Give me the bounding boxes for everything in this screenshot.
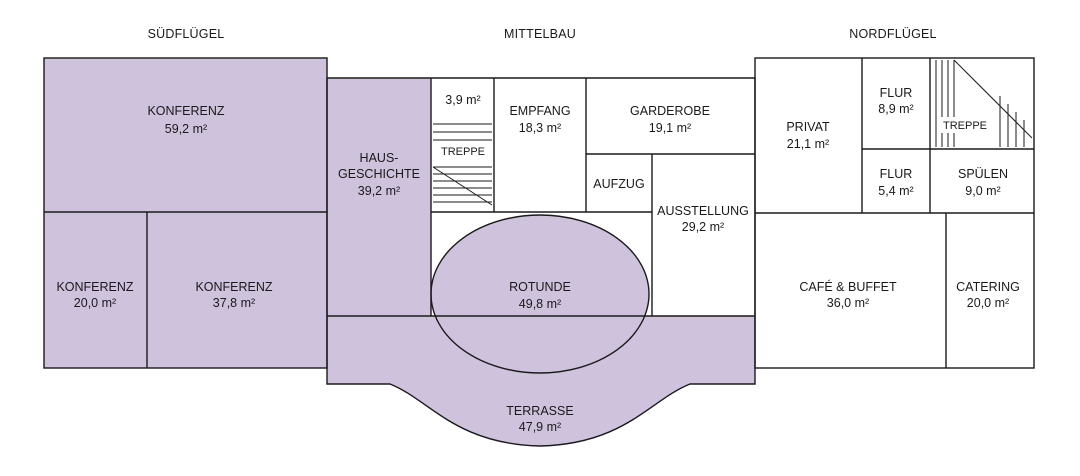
room-rotunde-area: 49,8 m² <box>519 297 561 311</box>
room-aufzug-name: AUFZUG <box>593 177 644 191</box>
wing-label-south: SÜDFLÜGEL <box>148 27 225 41</box>
room-labels: KONFERENZ 59,2 m² KONFERENZ 20,0 m² KONF… <box>56 86 1019 434</box>
room-hausgeschichte-area: 39,2 m² <box>358 184 400 198</box>
room-flur-top-name: FLUR <box>880 86 913 100</box>
room-garderobe-name: GARDEROBE <box>630 104 710 118</box>
room-terrasse-area: 47,9 m² <box>519 420 561 434</box>
wall-rotunde <box>430 214 650 374</box>
room-catering-name: CATERING <box>956 280 1020 294</box>
room-treppe-north-name: TREPPE <box>943 120 987 132</box>
room-privat-area: 21,1 m² <box>787 137 829 151</box>
stairs-north <box>935 59 1033 147</box>
room-garderobe-area: 19,1 m² <box>649 121 691 135</box>
room-cafe-buffet-area: 36,0 m² <box>827 296 869 310</box>
room-small-area: 3,9 m² <box>445 93 480 107</box>
room-ausstellung-area: 29,2 m² <box>682 220 724 234</box>
room-flur-top-area: 8,9 m² <box>878 102 913 116</box>
room-flur-bottom-name: FLUR <box>880 167 913 181</box>
room-spuelen-area: 9,0 m² <box>965 184 1000 198</box>
room-konferenz-small-name: KONFERENZ <box>56 280 133 294</box>
room-konferenz-small-area: 20,0 m² <box>74 296 116 310</box>
room-flur-bottom-area: 5,4 m² <box>878 184 913 198</box>
room-terrasse-name: TERRASSE <box>506 404 573 418</box>
highlight-fills <box>44 58 755 446</box>
fill-terrasse <box>327 316 755 446</box>
room-konferenz-mid-name: KONFERENZ <box>195 280 272 294</box>
room-cafe-buffet-name: CAFÉ & BUFFET <box>799 279 897 294</box>
walls <box>43 57 1035 447</box>
room-empfang-area: 18,3 m² <box>519 121 561 135</box>
room-catering-area: 20,0 m² <box>967 296 1009 310</box>
stair <box>432 166 493 206</box>
wall-center-outline <box>326 77 756 447</box>
lbl-bg <box>940 117 990 133</box>
room-privat-name: PRIVAT <box>786 120 830 134</box>
wing-label-north: NORDFLÜGEL <box>849 27 936 41</box>
stair <box>953 59 1033 139</box>
stairs-center <box>432 123 493 206</box>
room-hausgeschichte-name-2: GESCHICHTE <box>338 167 420 181</box>
room-spuelen-name: SPÜLEN <box>958 167 1008 181</box>
fill-rotunde <box>431 215 649 373</box>
wing-label-center: MITTELBAU <box>504 27 576 41</box>
room-treppe-center-name: TREPPE <box>441 146 485 158</box>
room-ausstellung-name: AUSSTELLUNG <box>657 204 749 218</box>
lbl-bg <box>436 143 490 159</box>
room-konferenz-mid-area: 37,8 m² <box>213 296 255 310</box>
room-konferenz-large-name: KONFERENZ <box>147 104 224 118</box>
fill-hausgeschichte <box>327 78 431 316</box>
fill-south-wing <box>44 58 327 368</box>
room-konferenz-large-area: 59,2 m² <box>165 122 207 136</box>
room-empfang-name: EMPFANG <box>509 104 570 118</box>
room-rotunde-name: ROTUNDE <box>509 280 571 294</box>
room-hausgeschichte-name-1: HAUS- <box>360 151 399 165</box>
